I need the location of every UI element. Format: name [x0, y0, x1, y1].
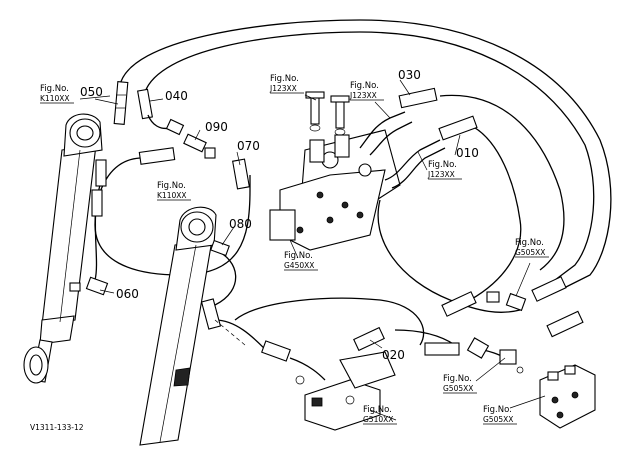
fig-label-g510: Fig.No. G510XX: [363, 405, 397, 425]
fig-label-g505-top: Fig.No. G505XX: [515, 238, 549, 258]
ref-060: 060: [116, 287, 139, 301]
hose-fittings: [69, 81, 584, 365]
fig-caption: Fig.No.: [157, 181, 186, 191]
fig-caption: Fig.No.: [515, 238, 544, 248]
fig-code: J123XX: [349, 91, 377, 100]
g510-valve: [295, 351, 396, 431]
fig-caption: Fig.No.: [350, 81, 379, 91]
ref-030: 030: [398, 68, 421, 82]
fig-label-g505-mid: Fig.No. G505XX: [443, 374, 477, 394]
fig-code: G505XX: [483, 415, 513, 424]
fig-code: G510XX: [363, 415, 393, 424]
leader-lines: [79, 79, 546, 421]
fig-caption: Fig.No.: [270, 74, 299, 84]
ref-010: 010: [456, 146, 479, 160]
ref-020: 020: [382, 348, 405, 362]
ref-070: 070: [237, 139, 260, 153]
fig-code: J123XX: [269, 84, 297, 93]
figure-labels: Fig.No. K110XX Fig.No. K110XX Fig.No. J1…: [40, 74, 549, 425]
fig-caption: Fig.No.: [483, 405, 512, 415]
fig-code: G450XX: [284, 261, 314, 270]
fig-code: K110XX: [40, 94, 70, 103]
fig-label-j123-mid: Fig.No. J123XX: [349, 81, 384, 101]
control-valve-block: [269, 91, 446, 251]
fig-caption: Fig.No.: [40, 84, 69, 94]
fig-label-g505-bot: Fig.No. G505XX: [483, 405, 517, 425]
fig-code: G505XX: [515, 248, 545, 257]
fig-caption: Fig.No.: [363, 405, 392, 415]
middle-hydraulic-cylinder: [139, 206, 217, 446]
fig-label-j123-right: Fig.No. J123XX: [427, 160, 462, 180]
fig-code: G505XX: [443, 384, 473, 393]
left-hydraulic-cylinder: [23, 113, 103, 384]
g505-valve: [516, 364, 596, 429]
fig-label-k110-mid: Fig.No. K110XX: [157, 181, 191, 201]
ref-040: 040: [165, 89, 188, 103]
ref-080: 080: [229, 217, 252, 231]
fig-code: J123XX: [427, 170, 455, 179]
fig-caption: Fig.No.: [443, 374, 472, 384]
fig-caption: Fig.No.: [284, 251, 313, 261]
fig-label-k110-top: Fig.No. K110XX: [40, 84, 74, 104]
ref-090: 090: [205, 120, 228, 134]
fig-label-j123-left: Fig.No. J123XX: [269, 74, 304, 94]
fig-caption: Fig.No.: [428, 160, 457, 170]
drawing-code: V1311-133-12: [30, 423, 84, 432]
fig-code: K110XX: [157, 191, 187, 200]
fig-label-g450: Fig.No. G450XX: [284, 251, 318, 271]
ref-050: 050: [80, 85, 103, 99]
reference-numbers: 050 040 090 070 080 060 030 010 020: [80, 68, 479, 362]
